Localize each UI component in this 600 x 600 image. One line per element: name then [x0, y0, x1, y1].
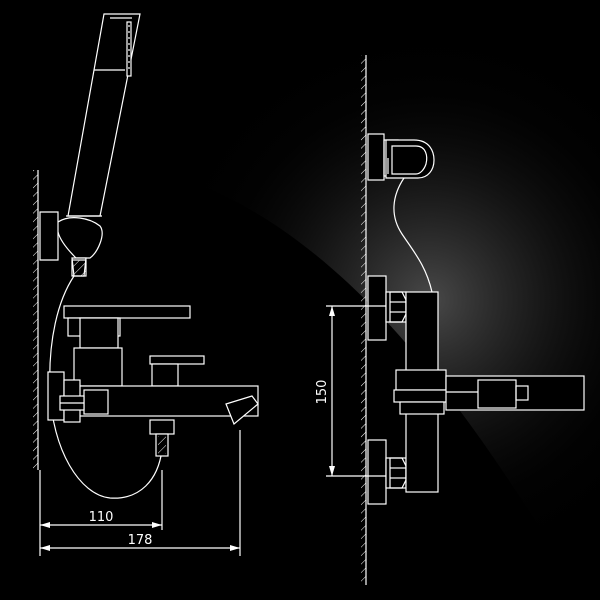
dimension-label-150: 150	[315, 380, 330, 405]
shower-holder	[39, 211, 103, 277]
shower-hose	[49, 275, 163, 499]
dimension-lines-right	[326, 305, 386, 477]
left-view	[33, 13, 259, 556]
dimension-label-178: 178	[128, 533, 153, 548]
hand-shower	[66, 13, 141, 217]
mixer-body	[47, 305, 259, 425]
right-hose	[393, 177, 433, 293]
left-wall	[33, 170, 39, 470]
top-wall-bracket	[367, 133, 435, 181]
upper-connector	[367, 275, 407, 341]
dimension-label-110: 110	[89, 510, 114, 525]
background-glow	[80, 0, 600, 600]
right-wall	[361, 55, 367, 585]
right-view	[326, 55, 585, 585]
lower-connector	[367, 439, 407, 505]
horizontal-spout	[393, 369, 585, 415]
dimension-lines-left	[39, 430, 241, 556]
diverter	[149, 419, 175, 457]
